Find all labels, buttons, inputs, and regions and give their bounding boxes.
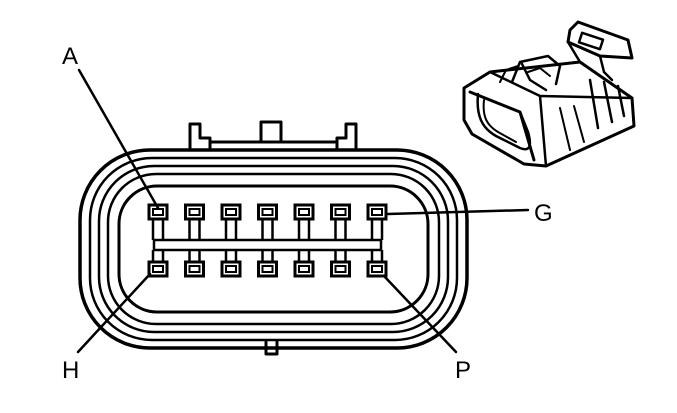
pin-stem	[261, 219, 274, 240]
pin-cavity	[184, 260, 205, 278]
pin-stem	[334, 250, 347, 262]
pin-cavity	[220, 260, 242, 278]
pin-stem	[370, 219, 384, 240]
pin-terminal	[261, 265, 274, 273]
label-p: P	[455, 357, 471, 384]
pin-array	[147, 203, 388, 278]
label-a: A	[62, 43, 78, 70]
pin-terminal	[152, 265, 164, 273]
pin-stem	[151, 219, 165, 240]
pin-cavity	[184, 203, 205, 221]
pin-terminal	[371, 265, 383, 273]
pin-cavity	[257, 260, 278, 278]
shell-outline-4	[106, 172, 441, 326]
pin-stem	[151, 250, 165, 262]
cavity-outline	[117, 184, 430, 314]
pin-stem	[297, 250, 311, 262]
center-divider-strip	[152, 238, 383, 252]
pin-cavity	[330, 260, 351, 278]
shell-outline-1	[78, 148, 469, 350]
pin-stem	[261, 250, 274, 262]
pin-stem	[224, 219, 238, 240]
leader-a	[77, 68, 160, 210]
label-h: H	[62, 357, 79, 384]
pin-stem	[224, 250, 238, 262]
pin-terminal	[225, 208, 237, 216]
pin-terminal	[334, 265, 347, 273]
pin-cavity	[220, 203, 242, 221]
pin-cavity	[147, 260, 169, 278]
pin-stem	[370, 250, 384, 262]
shell-outline-2	[88, 156, 459, 342]
leader-p	[382, 274, 458, 354]
pin-terminal	[188, 208, 201, 216]
pin-terminal	[298, 208, 310, 216]
pin-stem	[188, 219, 201, 240]
pin-terminal	[225, 265, 237, 273]
pin-stem	[188, 250, 201, 262]
shell-outline-3	[97, 164, 450, 334]
pin-terminal	[298, 265, 310, 273]
pin-stem	[334, 219, 347, 240]
connector-isometric-view	[462, 20, 636, 168]
pin-cavity	[366, 260, 388, 278]
top-latch	[188, 120, 358, 152]
leader-g	[386, 208, 530, 216]
pin-terminal	[334, 208, 347, 216]
pin-terminal	[188, 265, 201, 273]
pin-cavity	[293, 260, 315, 278]
leader-h	[76, 272, 152, 354]
bottom-key	[264, 340, 279, 356]
callout-leaders	[76, 68, 530, 354]
connector-face	[78, 120, 469, 356]
pin-cavity	[330, 203, 351, 221]
pin-cavity	[257, 203, 278, 221]
pin-terminal	[371, 208, 383, 216]
pin-cavity	[366, 203, 388, 221]
pin-terminal	[261, 208, 274, 216]
pin-cavity	[293, 203, 315, 221]
pin-stem	[297, 219, 311, 240]
label-g: G	[534, 200, 553, 227]
